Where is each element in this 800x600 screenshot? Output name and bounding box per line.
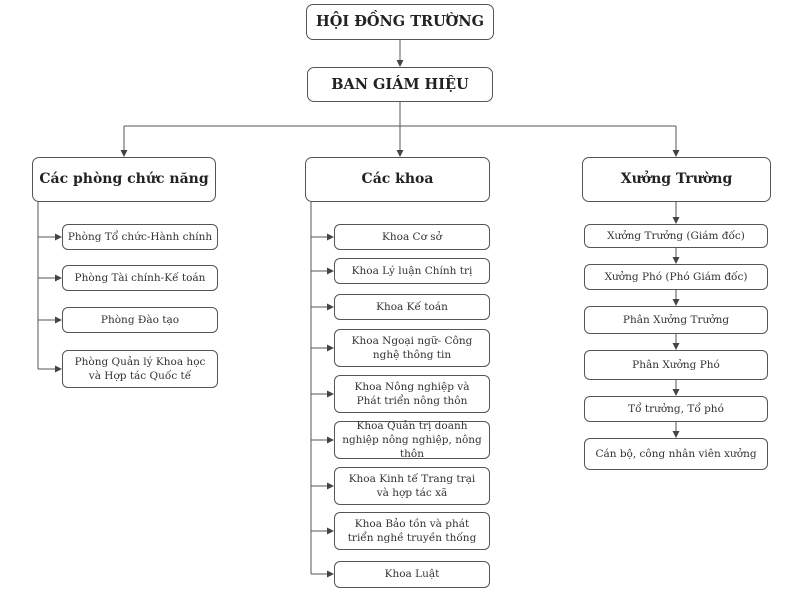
xuong-item-5: Tổ trưởng, Tổ phó	[584, 396, 768, 422]
phong-item-1: Phòng Tổ chức-Hành chính	[62, 224, 218, 250]
khoa-item-5: Khoa Nông nghiệp và Phát triển nông thôn	[334, 375, 490, 413]
khoa-item-4: Khoa Ngoại ngữ- Công nghệ thông tin	[334, 329, 490, 367]
phong-header-box: Các phòng chức năng	[32, 157, 216, 202]
phong-item-4: Phòng Quản lý Khoa học và Hợp tác Quốc t…	[62, 350, 218, 388]
xuong-item-6: Cán bộ, công nhân viên xưởng	[584, 438, 768, 470]
council-box: HỘI ĐỒNG TRƯỜNG	[306, 4, 494, 40]
khoa-item-3: Khoa Kế toán	[334, 294, 490, 320]
phong-item-2: Phòng Tài chính-Kế toán	[62, 265, 218, 291]
board-box: BAN GIÁM HIỆU	[307, 67, 493, 102]
xuong-item-2: Xưởng Phó (Phó Giám đốc)	[584, 264, 768, 290]
khoa-item-2: Khoa Lý luận Chính trị	[334, 258, 490, 284]
khoa-header-box: Các khoa	[305, 157, 490, 202]
xuong-item-4: Phân Xưởng Phó	[584, 350, 768, 380]
khoa-item-9: Khoa Luật	[334, 561, 490, 588]
khoa-item-6: Khoa Quản trị doanh nghiệp nông nghiệp, …	[334, 420, 490, 460]
xuong-item-1: Xưởng Trưởng (Giám đốc)	[584, 224, 768, 248]
phong-item-3: Phòng Đào tạo	[62, 307, 218, 333]
khoa-item-7: Khoa Kinh tế Trang trại và hợp tác xã	[334, 467, 490, 505]
xuong-item-3: Phân Xưởng Trưởng	[584, 306, 768, 334]
khoa-item-8: Khoa Bảo tồn và phát triển nghề truyền t…	[334, 512, 490, 550]
xuong-header-box: Xưởng Trường	[582, 157, 771, 202]
khoa-item-1: Khoa Cơ sở	[334, 224, 490, 250]
